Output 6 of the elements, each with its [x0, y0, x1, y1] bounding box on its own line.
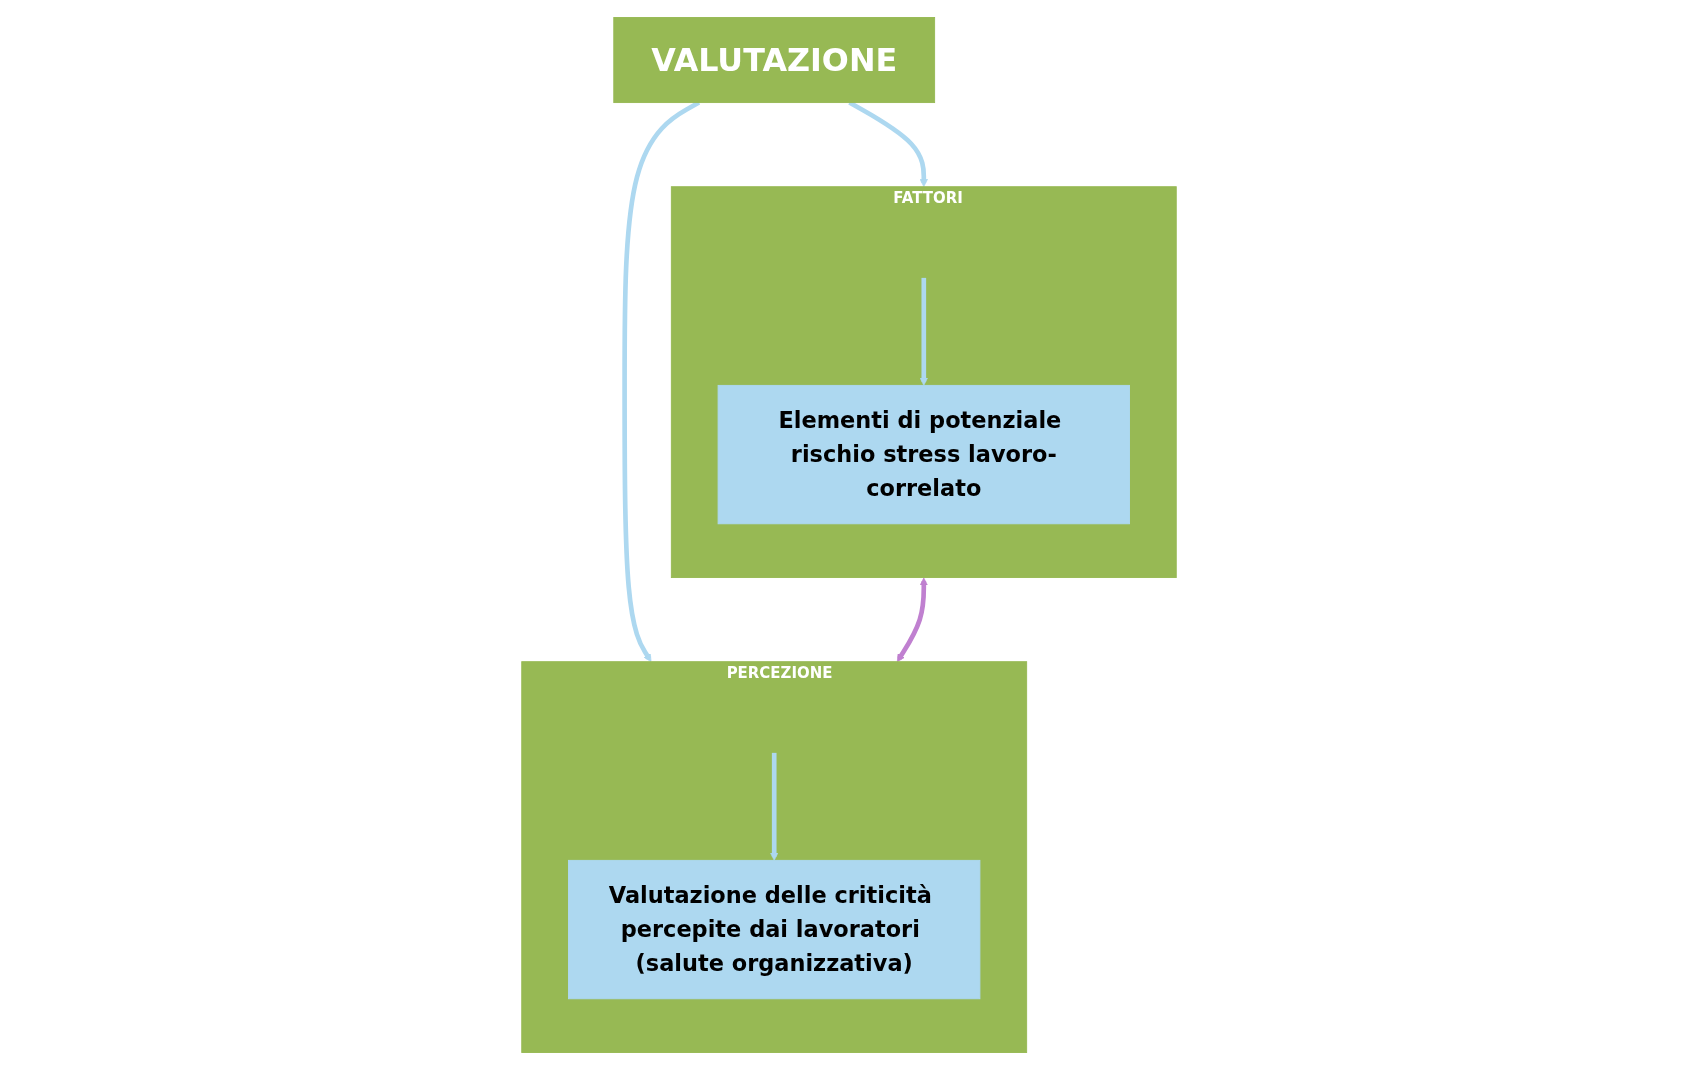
node-box: Elementi di potenziale rischio stress lavoro-correlato [717, 384, 1130, 524]
arrow [770, 752, 779, 861]
node-box: Valutazione delle criticità percepite dai lavoratori (salute organizzativa) [568, 859, 981, 999]
arrow [896, 577, 928, 662]
node-box: VALUTAZIONE [613, 16, 936, 103]
arrow [919, 277, 928, 386]
